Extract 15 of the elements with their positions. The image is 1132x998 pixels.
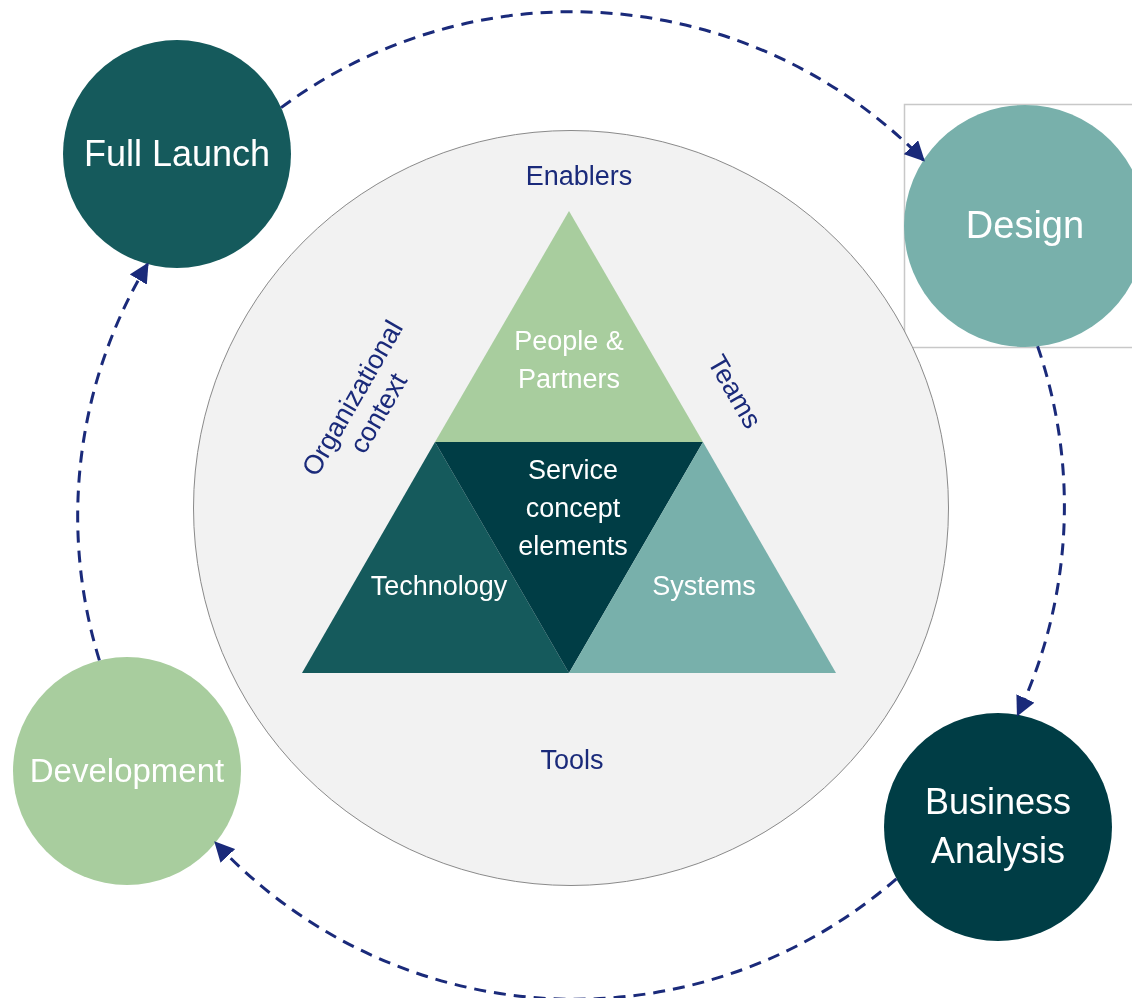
enabler-label: Enablers bbox=[525, 162, 633, 192]
triangle-segment bbox=[435, 211, 703, 442]
segment-label: Technology bbox=[369, 570, 509, 604]
segment-label: Systems bbox=[651, 570, 757, 604]
dashed-arrow bbox=[280, 10, 925, 162]
enabler-label: Tools bbox=[540, 746, 604, 776]
stage-label: Business Analysis bbox=[923, 780, 1073, 873]
segment-label: People & Partners bbox=[513, 325, 625, 396]
dashed-arrow bbox=[1015, 345, 1066, 717]
segment-label: Service concept elements bbox=[517, 454, 629, 563]
dashed-arrow bbox=[214, 841, 898, 998]
dashed-arrow bbox=[77, 262, 149, 661]
stage-label: Development bbox=[29, 750, 225, 791]
stage-label: Full Launch bbox=[83, 131, 271, 176]
stage-label: Design bbox=[965, 203, 1085, 249]
